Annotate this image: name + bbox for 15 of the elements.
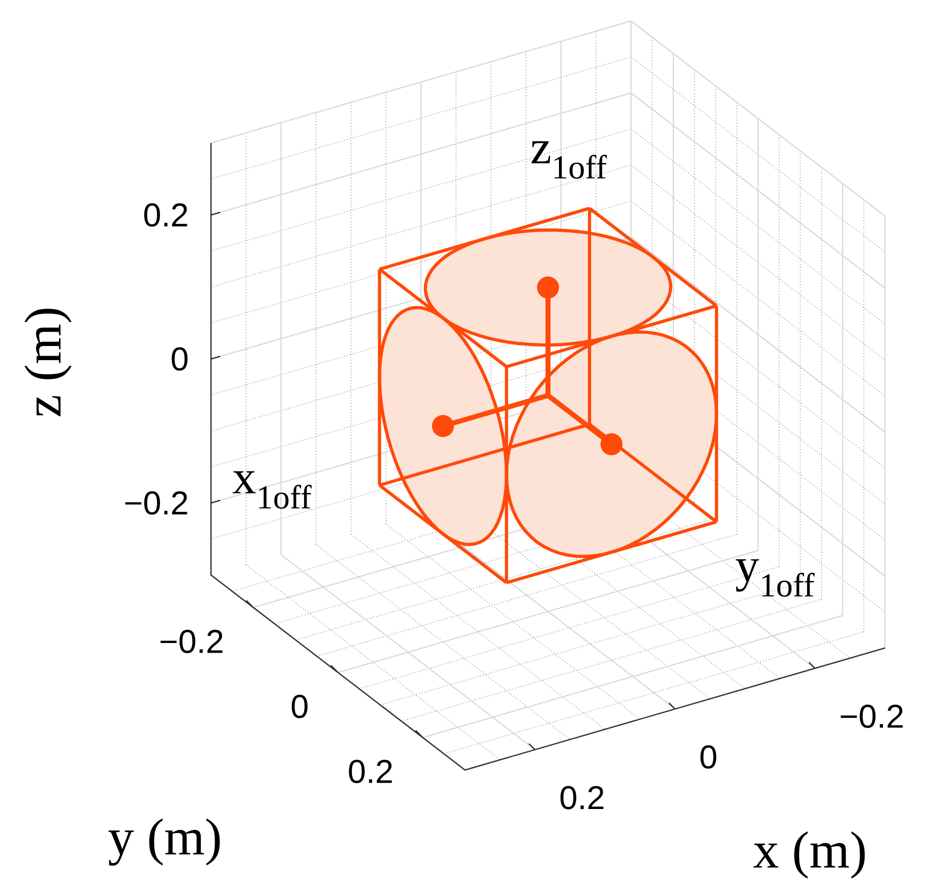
axis-title: y (m)	[108, 818, 220, 866]
tick-label: 0	[700, 745, 716, 769]
axis-name-label: z$_{1off}$	[532, 141, 607, 179]
axis-title: x (m)	[753, 831, 865, 879]
tick-label: −0.2	[125, 491, 188, 515]
tick-label: −0.2	[840, 704, 903, 728]
axis-name-label: y$_{1off}$	[736, 559, 815, 597]
tick-label: 0	[172, 347, 188, 371]
tick-label: −0.2	[160, 630, 222, 654]
axis-title: z (m)	[24, 308, 72, 416]
tick-label: 0	[292, 694, 308, 718]
tick-label: 0.2	[560, 786, 604, 810]
tick-label: 0.2	[348, 760, 392, 784]
tick-label: 0.2	[144, 203, 188, 227]
axis-name-label: x$_{1off}$	[232, 471, 312, 509]
